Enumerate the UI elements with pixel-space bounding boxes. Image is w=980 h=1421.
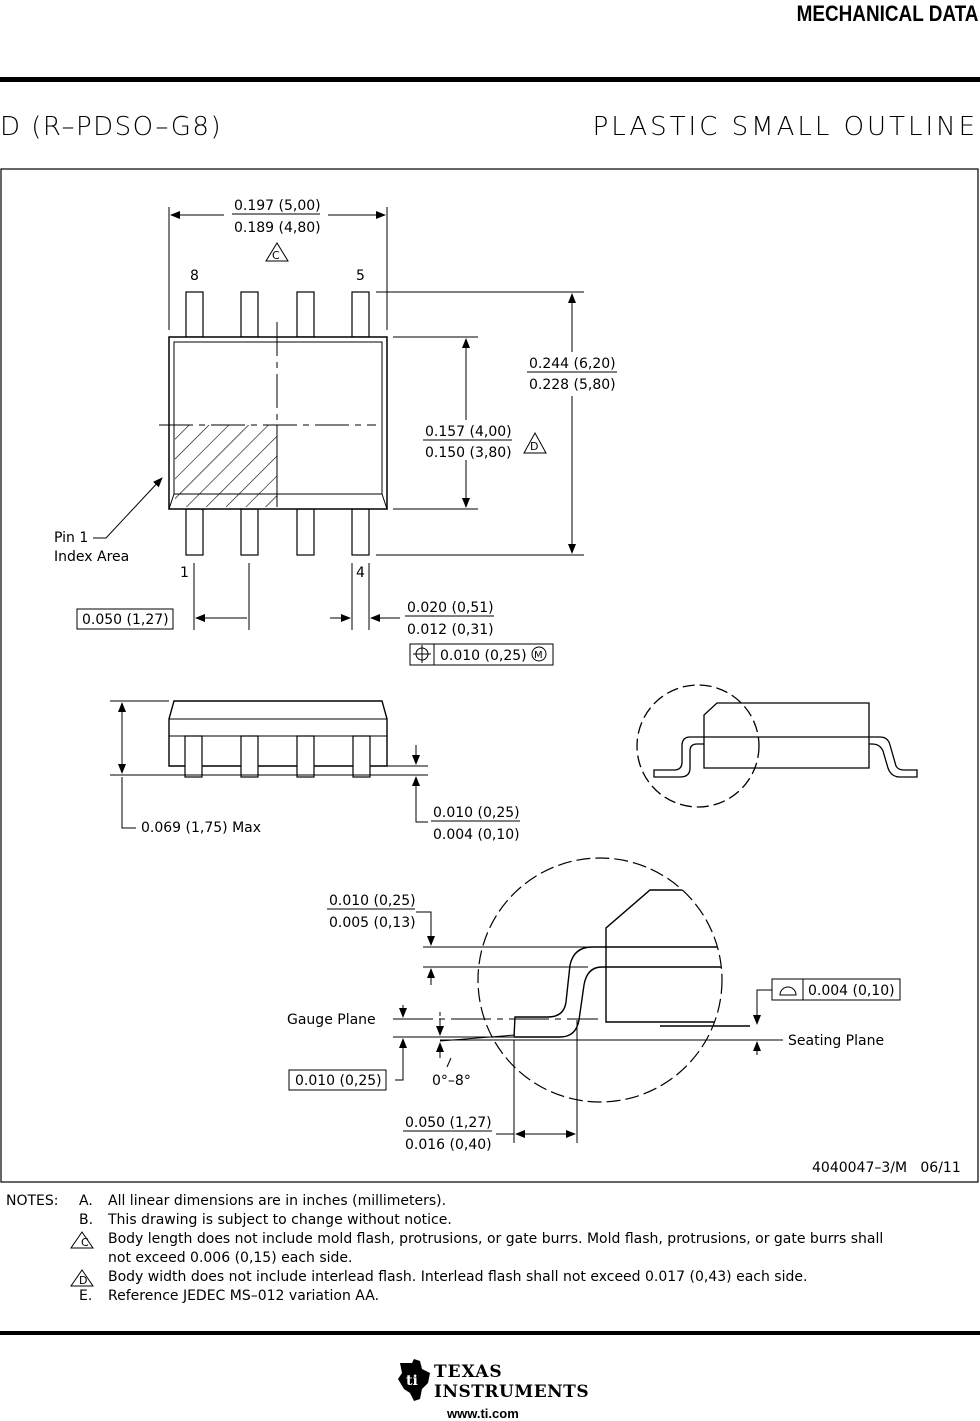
svg-text:C: C bbox=[81, 1236, 89, 1249]
note-c: C Body length does not include mold flas… bbox=[6, 1230, 966, 1249]
svg-text:D: D bbox=[79, 1274, 87, 1287]
footer-rule bbox=[0, 1331, 980, 1335]
pin1-index-area bbox=[175, 425, 277, 507]
website-link[interactable]: www.ti.com bbox=[447, 1406, 519, 1421]
body-width-min: 0.150 (3,80) bbox=[425, 445, 512, 461]
package-type: PLASTIC SMALL OUTLINE bbox=[592, 112, 978, 142]
lead-width-max: 0.020 (0,51) bbox=[407, 600, 494, 616]
span-max: 0.244 (6,20) bbox=[529, 356, 616, 372]
position-tolerance-frame: 0.010 (0,25) M bbox=[409, 643, 554, 666]
note-d: D Body width does not include interlead … bbox=[6, 1268, 966, 1287]
index-area-label: Index Area bbox=[54, 549, 129, 565]
side-view: 0.069 (1,75) Max 0.010 (0,25) 0.004 (0,1… bbox=[110, 700, 520, 843]
note-b: B. This drawing is subject to change wit… bbox=[79, 1212, 452, 1228]
pin-number-1: 1 bbox=[180, 565, 189, 581]
angle-range: 0°–8° bbox=[432, 1073, 471, 1089]
foot-length-max: 0.050 (1,27) bbox=[405, 1115, 492, 1131]
detail-circle-small bbox=[636, 684, 760, 808]
ti-logo-line1: TEXAS bbox=[434, 1362, 503, 1382]
position-tolerance: 0.010 (0,25) bbox=[440, 648, 527, 664]
pitch-box bbox=[76, 608, 174, 630]
svg-text:C: C bbox=[272, 249, 280, 262]
seating-plane-label: Seating Plane bbox=[788, 1033, 884, 1049]
pin-number-8: 8 bbox=[190, 268, 199, 284]
datum-flag-c: C bbox=[265, 242, 289, 262]
package-body bbox=[168, 336, 388, 510]
notes-section: NOTES: A. All linear dimensions are in i… bbox=[6, 1192, 966, 1306]
lead-thickness-min: 0.005 (0,13) bbox=[329, 915, 416, 931]
datum-flag-d-note-icon: D bbox=[70, 1269, 94, 1287]
drawing-frame bbox=[0, 168, 979, 1183]
detail-circle-large bbox=[477, 857, 723, 1103]
page-header-title: MECHANICAL DATA bbox=[796, 1, 978, 26]
body-length-min: 0.189 (4,80) bbox=[234, 220, 321, 236]
ti-logo: ti TEXAS INSTRUMENTS bbox=[396, 1357, 590, 1407]
top-view: 0.197 (5,00) 0.189 (4,80) C 8 5 0.244 (6… bbox=[54, 198, 617, 666]
lead-width-min: 0.012 (0,31) bbox=[407, 622, 494, 638]
note-a: NOTES: A. All linear dimensions are in i… bbox=[6, 1193, 447, 1209]
standoff-max: 0.010 (0,25) bbox=[433, 805, 520, 821]
svg-text:D: D bbox=[530, 440, 538, 453]
note-c-cont: not exceed 0.006 (0,15) each side. bbox=[108, 1250, 353, 1266]
gauge-dimension: 0.010 (0,25) bbox=[295, 1073, 382, 1089]
bottom-leads bbox=[185, 508, 370, 556]
svg-text:ti: ti bbox=[406, 1373, 418, 1389]
ti-logo-line2: INSTRUMENTS bbox=[434, 1382, 590, 1402]
notes-heading: NOTES: bbox=[6, 1193, 59, 1209]
flatness-tolerance-frame: 0.004 (0,10) bbox=[771, 978, 901, 1001]
pin-number-4: 4 bbox=[356, 565, 365, 581]
top-leads bbox=[185, 291, 370, 338]
body-width-max: 0.157 (4,00) bbox=[425, 424, 512, 440]
pin1-label: Pin 1 bbox=[54, 530, 88, 546]
gauge-dim-box bbox=[288, 1069, 387, 1091]
ti-state-icon: ti bbox=[398, 1359, 430, 1401]
pin-number-5: 5 bbox=[356, 268, 365, 284]
span-min: 0.228 (5,80) bbox=[529, 377, 616, 393]
svg-text:M: M bbox=[534, 650, 543, 661]
end-view bbox=[636, 684, 918, 808]
flatness-tolerance: 0.004 (0,10) bbox=[808, 983, 895, 999]
drawing-number: 4040047–3/M 06/11 bbox=[812, 1160, 961, 1176]
detail-view: 0.010 (0,25) 0.005 (0,13) Gauge Plane 0.… bbox=[287, 857, 961, 1176]
datum-flag-c-note-icon: C bbox=[70, 1231, 94, 1249]
header-rule bbox=[0, 77, 980, 82]
pitch-dim: 0.050 (1,27) bbox=[82, 612, 169, 628]
datum-flag-d: D bbox=[523, 431, 547, 454]
mechanical-drawing: 0.197 (5,00) 0.189 (4,80) C 8 5 0.244 (6… bbox=[0, 168, 979, 1183]
gauge-plane-label: Gauge Plane bbox=[287, 1012, 376, 1028]
body-length-max: 0.197 (5,00) bbox=[234, 198, 321, 214]
lead-thickness-max: 0.010 (0,25) bbox=[329, 893, 416, 909]
note-e: E. Reference JEDEC MS–012 variation AA. bbox=[79, 1288, 380, 1304]
package-code: D (R–PDSO–G8) bbox=[0, 112, 223, 142]
height-max: 0.069 (1,75) Max bbox=[141, 820, 261, 836]
foot-length-min: 0.016 (0,40) bbox=[405, 1137, 492, 1153]
standoff-min: 0.004 (0,10) bbox=[433, 827, 520, 843]
